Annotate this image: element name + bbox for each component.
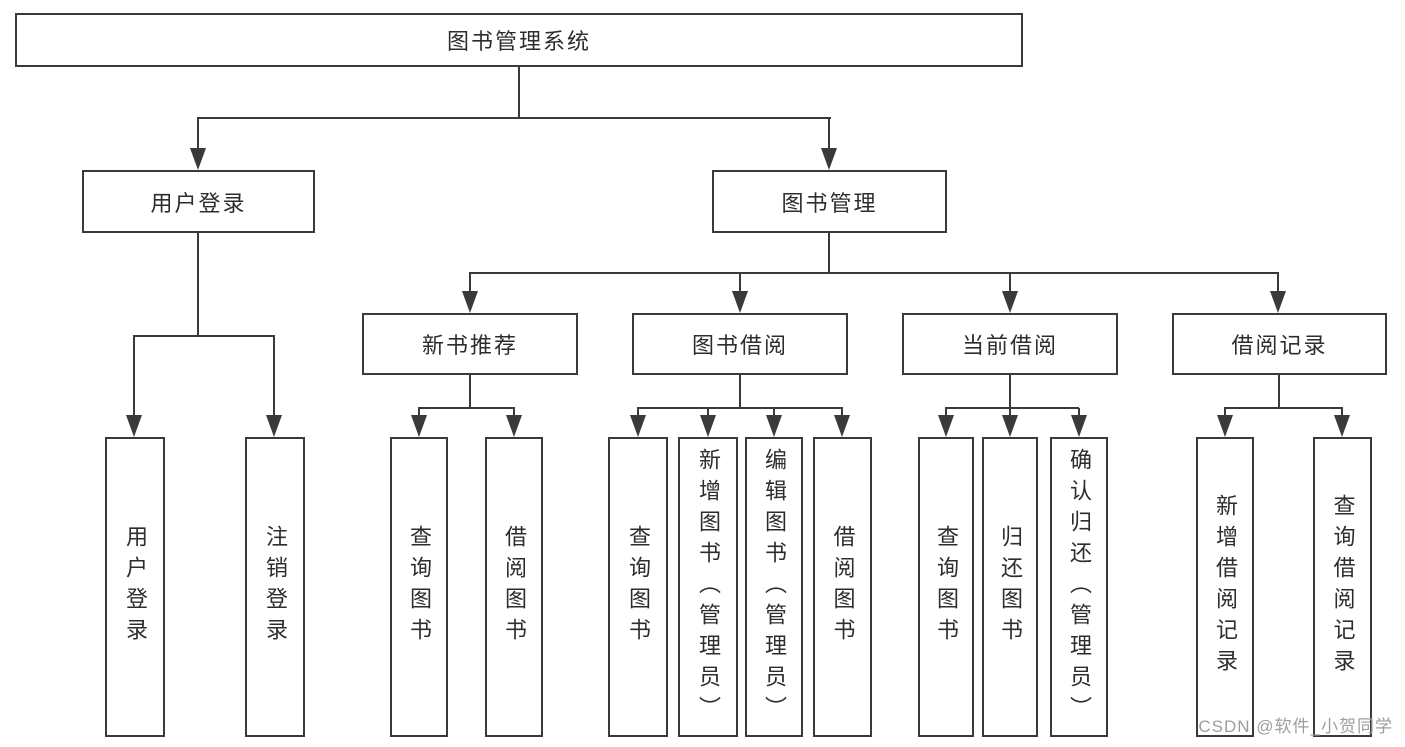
leaf-user-login-label: 用户登录	[123, 525, 148, 649]
arrowhead-leaf-logout	[266, 415, 282, 437]
leaf-query-books-2-label: 查询图书	[626, 525, 651, 649]
connector-to-book-management	[828, 118, 830, 152]
node-new-book-recommendation: 新书推荐	[362, 313, 578, 375]
connector-to-new-book-recommendation	[469, 273, 471, 295]
arrowhead-borrowing-records	[1270, 291, 1286, 313]
arrowhead-leaf-add-borrow-record	[1217, 415, 1233, 437]
leaf-query-books-3-label: 查询图书	[934, 525, 959, 649]
arrowhead-leaf-query-borrow-record	[1334, 415, 1350, 437]
connector-stub	[841, 408, 843, 418]
leaf-add-borrow-record: 新增借阅记录	[1196, 437, 1254, 737]
connector-to-book-borrowing	[739, 273, 741, 295]
node-library-management-system: 图书管理系统	[15, 13, 1023, 67]
arrowhead-leaf-confirm-return	[1071, 415, 1087, 437]
leaf-user-login: 用户登录	[105, 437, 165, 737]
arrowhead-book-management	[821, 148, 837, 170]
node-book-borrowing-label: 图书借阅	[691, 333, 788, 358]
connector-stub	[1009, 408, 1011, 418]
node-book-management: 图书管理	[712, 170, 947, 233]
connector-current-borrowing-split	[945, 407, 1079, 409]
connector-user-login-split	[133, 335, 275, 337]
connector-stub	[1341, 408, 1343, 418]
node-book-borrowing: 图书借阅	[632, 313, 848, 375]
leaf-return-books-label: 归还图书	[998, 525, 1023, 649]
connector-stub	[418, 408, 420, 418]
arrowhead-leaf-query-books-1	[411, 415, 427, 437]
node-user-login-label: 用户登录	[150, 190, 247, 216]
arrowhead-leaf-edit-book	[766, 415, 782, 437]
connector-stub	[513, 408, 515, 418]
leaf-query-books-1-label: 查询图书	[407, 525, 432, 649]
arrowhead-leaf-user-login	[126, 415, 142, 437]
connector-stub	[637, 408, 639, 418]
arrowhead-leaf-query-books-2	[630, 415, 646, 437]
connector-stub	[1224, 408, 1226, 418]
leaf-borrow-books-1: 借阅图书	[485, 437, 543, 737]
node-borrowing-records-label: 借阅记录	[1231, 333, 1328, 358]
leaf-add-borrow-record-label: 新增借阅记录	[1213, 494, 1238, 680]
connector-stub	[1078, 408, 1080, 418]
connector-new-book-rec-split	[418, 407, 515, 409]
node-current-borrowing-label: 当前借阅	[961, 333, 1058, 358]
leaf-query-books-1: 查询图书	[390, 437, 448, 737]
node-borrowing-records: 借阅记录	[1172, 313, 1387, 375]
leaf-query-borrow-record: 查询借阅记录	[1313, 437, 1372, 737]
connector-to-leaf-logout	[273, 336, 275, 416]
connector-to-borrowing-records	[1277, 273, 1279, 295]
node-new-book-recommendation-label: 新书推荐	[421, 333, 518, 358]
leaf-query-books-3: 查询图书	[918, 437, 974, 737]
arrowhead-user-login	[190, 148, 206, 170]
leaf-borrow-books-2-label: 借阅图书	[830, 525, 856, 649]
arrowhead-leaf-return-books	[1002, 415, 1018, 437]
arrowhead-new-book-recommendation	[462, 291, 478, 313]
arrowhead-leaf-add-book	[700, 415, 716, 437]
leaf-borrow-books-1-label: 借阅图书	[502, 525, 527, 649]
arrowhead-current-borrowing	[1002, 291, 1018, 313]
leaf-add-book-admin-label: 新增图书（管理员）	[696, 447, 721, 727]
connector-to-user-login	[197, 118, 199, 152]
leaf-borrow-books-2: 借阅图书	[813, 437, 872, 737]
leaf-confirm-return-admin: 确认归还（管理员）	[1050, 437, 1108, 737]
leaf-return-books: 归还图书	[982, 437, 1038, 737]
arrowhead-book-borrowing	[732, 291, 748, 313]
connector-book-borrowing-split	[637, 407, 843, 409]
arrowhead-leaf-borrow-books-2	[834, 415, 850, 437]
connector-stub	[773, 408, 775, 418]
leaf-logout: 注销登录	[245, 437, 305, 737]
node-library-management-system-label: 图书管理系统	[446, 29, 591, 54]
connector-to-leaf-user-login	[133, 336, 135, 416]
connector-user-login-stem	[197, 233, 199, 336]
leaf-query-borrow-record-label: 查询借阅记录	[1330, 494, 1356, 680]
leaf-confirm-return-admin-label: 确认归还（管理员）	[1067, 447, 1092, 727]
connector-book-management-stem	[828, 233, 830, 273]
connector-borrowing-records-stem	[1278, 375, 1280, 409]
leaf-logout-label: 注销登录	[263, 525, 288, 649]
leaf-edit-book-admin: 编辑图书（管理员）	[745, 437, 803, 737]
connector-book-borrowing-stem	[739, 375, 741, 409]
leaf-edit-book-admin-label: 编辑图书（管理员）	[762, 447, 787, 727]
connector-current-borrowing-stem	[1009, 375, 1011, 409]
leaf-add-book-admin: 新增图书（管理员）	[678, 437, 738, 737]
connector-stub	[945, 408, 947, 418]
connector-root-stem	[518, 67, 520, 118]
connector-to-current-borrowing	[1009, 273, 1011, 295]
arrowhead-leaf-query-books-3	[938, 415, 954, 437]
watermark: CSDN @软件_小贺同学	[1198, 717, 1393, 736]
connector-stub	[707, 408, 709, 418]
node-current-borrowing: 当前借阅	[902, 313, 1118, 375]
connector-borrowing-records-split	[1224, 407, 1343, 409]
connector-book-management-split	[469, 272, 1279, 274]
node-book-management-label: 图书管理	[781, 190, 878, 216]
leaf-query-books-2: 查询图书	[608, 437, 668, 737]
connector-new-book-rec-stem	[469, 375, 471, 409]
connector-root-split	[197, 117, 831, 119]
arrowhead-leaf-borrow-books-1	[506, 415, 522, 437]
node-user-login: 用户登录	[82, 170, 315, 233]
